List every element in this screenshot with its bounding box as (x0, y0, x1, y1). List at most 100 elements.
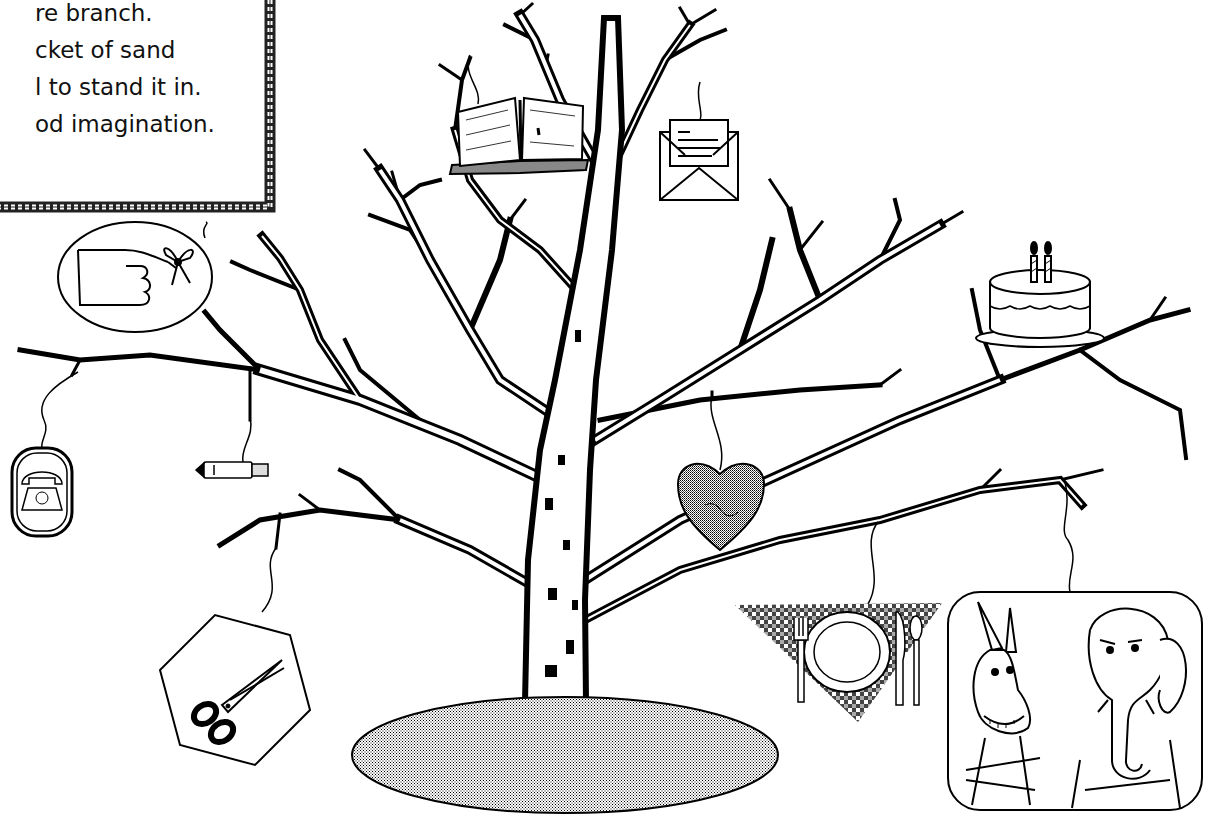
pen-icon (196, 462, 268, 478)
book-icon (450, 98, 588, 174)
hand-ribbon-icon (58, 222, 212, 332)
donkey-elephant-icon (1107, 647, 1113, 653)
donkey-elephant-icon (948, 592, 1202, 810)
donkey-elephant-icon (1159, 639, 1186, 713)
place-setting-icon (896, 612, 905, 705)
pen-icon (196, 463, 204, 477)
telephone-icon (17, 453, 67, 531)
hanging-string (711, 396, 722, 470)
donkey-elephant-icon (1132, 645, 1138, 651)
book-icon (522, 98, 583, 160)
envelope-icon (660, 168, 738, 200)
book-icon (466, 110, 575, 150)
note-box: re branch. cket of sand l to stand it in. o… (0, 0, 278, 215)
tree-branch (440, 65, 462, 80)
telephone-icon (12, 448, 72, 536)
donkey-elephant-icon (1100, 640, 1142, 644)
tree-branch (205, 312, 260, 370)
bark-mark (548, 588, 557, 600)
tree-branch (1080, 350, 1186, 458)
tree-branch (20, 350, 260, 370)
tree-branch (600, 385, 880, 420)
tree-branch (400, 520, 540, 590)
place-setting-icon (914, 640, 919, 705)
pen-icon (213, 465, 215, 475)
tree-branch (520, 15, 600, 170)
tree-branch (260, 370, 545, 480)
tree-branch (940, 212, 962, 225)
donkey-elephant-icon (990, 720, 1014, 728)
tree-branch (690, 10, 715, 25)
tree-branch (665, 30, 725, 60)
chain-border (0, 0, 270, 207)
hanging-string (204, 222, 207, 238)
cake-icon (976, 242, 1104, 347)
tree-branch (300, 495, 320, 510)
book-icon (520, 100, 521, 160)
note-line: re branch. (35, 1, 153, 25)
note-line: cket of sand (35, 38, 175, 62)
tree-branch (1150, 298, 1165, 320)
tree-branch (595, 225, 940, 440)
bark-mark (558, 455, 565, 465)
telephone-icon (12, 448, 72, 536)
tree-branch (800, 222, 822, 250)
donkey-elephant-icon (1098, 700, 1154, 714)
tree-branch (276, 514, 280, 548)
chain-border (0, 0, 278, 215)
envelope-icon (670, 120, 728, 166)
envelope-icon (678, 132, 720, 156)
bark-mark (572, 600, 578, 610)
tree-branch (770, 180, 790, 210)
place-setting-icon (798, 640, 804, 702)
note-line: od imagination. (35, 112, 215, 136)
hanging-string (1064, 482, 1073, 592)
place-setting-icon (735, 603, 942, 722)
telephone-icon (22, 472, 62, 484)
bark-mark (563, 540, 570, 550)
scissors-icon (160, 615, 310, 765)
chain-border (0, 0, 270, 207)
tree-branch (340, 470, 400, 520)
tree-branch (370, 215, 430, 260)
tree-branch (220, 510, 400, 545)
book-icon (538, 128, 539, 135)
tree-branch (470, 220, 510, 330)
cake-icon (1045, 242, 1051, 254)
tree-branch (595, 225, 940, 440)
tree-branch (790, 210, 820, 300)
cake-icon (1031, 242, 1037, 254)
telephone-icon (36, 492, 48, 504)
book-icon (458, 98, 520, 166)
scissors-icon (226, 704, 230, 708)
donkey-elephant-icon (948, 592, 1202, 810)
donkey-elephant-icon (1007, 667, 1013, 673)
telephone-icon (22, 488, 62, 510)
donkey-elephant-icon (974, 650, 1031, 733)
note-line: l to stand it in. (35, 75, 202, 99)
donkey-elephant-icon (1072, 740, 1180, 808)
tree-branch (260, 370, 545, 480)
envelope-icon (660, 132, 738, 155)
tree-branch (400, 180, 440, 200)
hanging-string (243, 418, 251, 462)
cake-icon (990, 270, 1090, 294)
scissors-icon (160, 615, 310, 765)
hanging-string (468, 55, 478, 104)
place-setting-icon (794, 618, 808, 640)
donkey-elephant-icon (1089, 630, 1150, 779)
hanging-string (868, 522, 878, 604)
place-setting-icon (910, 616, 922, 640)
heart-icon (678, 464, 764, 550)
hand-ribbon-icon (172, 262, 190, 285)
tree-branch (520, 4, 532, 15)
place-setting-icon (814, 622, 880, 682)
bark-mark (545, 665, 557, 677)
tree-branch (680, 8, 690, 25)
pen-icon (252, 464, 268, 476)
tree-branch (380, 170, 560, 420)
cake-icon (990, 306, 1090, 309)
scissors-icon (230, 668, 284, 700)
donkey-elephant-icon (966, 736, 1040, 805)
